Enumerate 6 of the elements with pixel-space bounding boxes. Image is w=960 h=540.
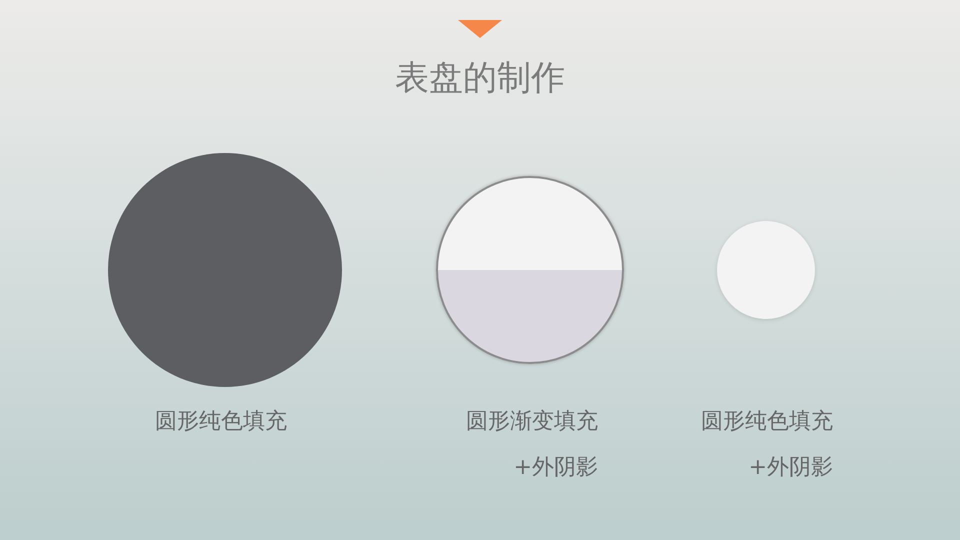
node-label: 圆形纯色填充 — [155, 408, 287, 436]
node-label: +外阴影 — [748, 454, 833, 482]
node-label: +外阴影 — [514, 454, 598, 482]
node-label: 圆形渐变填充 — [466, 408, 598, 436]
node-label: 圆形纯色填充 — [701, 408, 833, 436]
title: 表盘的制作 — [395, 57, 565, 100]
